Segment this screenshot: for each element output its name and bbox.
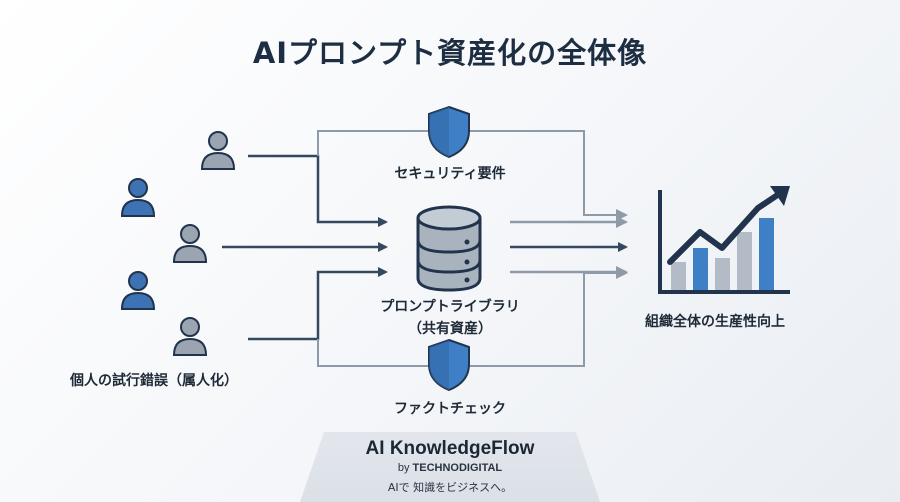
security-requirements-label: セキュリティ要件 xyxy=(394,166,506,182)
brand-byline: by TECHNODIGITAL xyxy=(300,462,600,474)
byline-prefix: by xyxy=(397,462,410,474)
chart-trend-arrowhead xyxy=(770,186,790,206)
shield-icon xyxy=(428,105,470,159)
chart-bar xyxy=(693,248,708,292)
chart-bar xyxy=(737,232,752,292)
frame-top xyxy=(317,130,628,221)
chart-axes xyxy=(658,190,790,294)
connector-person-1 xyxy=(248,154,388,227)
input-connectors xyxy=(222,154,388,341)
person-icon xyxy=(120,178,156,217)
person-icon xyxy=(200,131,236,170)
shield-icon xyxy=(428,338,470,392)
prompt-library-label-line2: （共有資産） xyxy=(408,321,492,337)
connector-person-5 xyxy=(248,267,388,341)
individual-trial-label: 個人の試行錯誤（属人化） xyxy=(70,373,238,389)
prompt-library-label: プロンプトライブラリ （共有資産） xyxy=(330,296,570,340)
page-title: AIプロンプト資産化の全体像 xyxy=(252,36,648,70)
org-productivity-label: 組織全体の生産性向上 xyxy=(645,314,785,330)
database-icon xyxy=(416,205,482,292)
fact-check-label: ファクトチェック xyxy=(394,401,506,417)
byline-company: TECHNODIGITAL xyxy=(412,462,503,474)
brand-tagline: AIで 知識をビジネスへ。 xyxy=(387,481,513,494)
chart-trend-line xyxy=(667,193,779,265)
chart-bar xyxy=(759,218,774,292)
brand-name: AI KnowledgeFlow xyxy=(365,438,535,459)
person-icon xyxy=(172,224,208,263)
growth-chart-icon xyxy=(658,186,790,294)
prompt-library-label-line1: プロンプトライブラリ xyxy=(380,299,520,315)
person-icon xyxy=(172,317,208,356)
chart-bar xyxy=(671,262,686,292)
chart-bar xyxy=(715,258,730,292)
person-icon xyxy=(120,271,156,310)
output-connectors xyxy=(510,216,628,278)
footer-panel xyxy=(300,432,600,502)
